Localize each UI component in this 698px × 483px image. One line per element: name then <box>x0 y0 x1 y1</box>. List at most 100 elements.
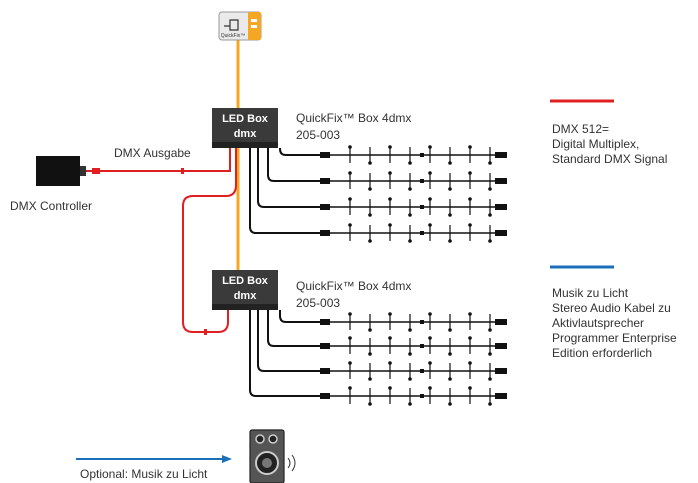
led-box-1-label-line1: LED Box <box>222 113 268 125</box>
string-cable <box>267 310 322 347</box>
bulb-icon <box>468 312 472 316</box>
legend-music-line4: Programmer Enterprise <box>552 331 677 345</box>
red-dmx-line-main <box>86 148 231 172</box>
bulb-icon <box>368 328 372 332</box>
legend-music-line2: Stereo Audio Kabel zu <box>552 301 671 315</box>
string-plug <box>320 393 330 399</box>
legend-music-line1: Musik zu Licht <box>552 286 629 300</box>
bulb-icon <box>348 312 352 316</box>
bulb-icon <box>428 361 432 365</box>
bulb-icon <box>348 386 352 390</box>
bulb-icon <box>388 197 392 201</box>
string-end-cap <box>495 368 507 374</box>
bulb-icon <box>408 239 412 243</box>
controller-icon <box>36 156 86 186</box>
bulb-icon <box>448 213 452 217</box>
string-connector <box>420 369 424 373</box>
optional-label: Optional: Musik zu Licht <box>80 467 208 481</box>
bulb-icon <box>448 239 452 243</box>
bulb-icon <box>348 197 352 201</box>
optional-arrow <box>76 455 232 463</box>
red-dmx-line-loop <box>182 148 237 333</box>
bulb-icon <box>388 361 392 365</box>
bulb-icon <box>388 312 392 316</box>
legend-dmx-line3: Standard DMX Signal <box>552 152 668 166</box>
bulb-icon <box>448 402 452 406</box>
string-plug <box>320 230 330 236</box>
bulb-icon <box>488 352 492 356</box>
bulb-icon <box>468 145 472 149</box>
string-end-cap <box>495 393 507 399</box>
bulb-icon <box>388 223 392 227</box>
bulb-icon <box>408 402 412 406</box>
legend-dmx-title: DMX 512= <box>552 122 610 136</box>
led-box-2-label-line1: LED Box <box>222 275 268 287</box>
string-end-cap <box>495 178 507 184</box>
string-plug <box>320 319 330 325</box>
bulb-icon <box>388 386 392 390</box>
dmx-output-label: DMX Ausgabe <box>114 146 191 160</box>
bulb-icon <box>368 187 372 191</box>
bulb-icon <box>428 312 432 316</box>
bulb-icon <box>368 213 372 217</box>
bulb-icon <box>388 171 392 175</box>
string-connector <box>420 153 424 157</box>
string-connector <box>420 320 424 324</box>
speaker-icon <box>249 429 296 483</box>
string-cable <box>279 148 322 156</box>
bulb-icon <box>368 352 372 356</box>
bulb-icon <box>448 377 452 381</box>
led-box-1-label-line2: dmx <box>233 128 257 140</box>
box2-code: 205-003 <box>296 296 341 310</box>
bulb-icon <box>468 171 472 175</box>
quickfix-usb-icon[interactable]: QuickFix™ <box>218 11 262 41</box>
bulb-icon <box>448 352 452 356</box>
bulb-icon <box>488 161 492 165</box>
bulb-icon <box>368 239 372 243</box>
bulb-icon <box>348 145 352 149</box>
string-plug <box>320 204 330 210</box>
bulb-icon <box>348 336 352 340</box>
bulb-icon <box>348 223 352 227</box>
string-plug <box>320 343 330 349</box>
bulb-icon <box>448 328 452 332</box>
bulb-icon <box>428 386 432 390</box>
bulb-icon <box>468 223 472 227</box>
string-cable <box>279 310 322 323</box>
string-end-cap <box>495 230 507 236</box>
bulb-icon <box>408 377 412 381</box>
bulb-icon <box>428 145 432 149</box>
string-connector <box>420 394 424 398</box>
bulb-icon <box>468 336 472 340</box>
bulb-icon <box>428 197 432 201</box>
string-connector <box>420 179 424 183</box>
box1-code: 205-003 <box>296 128 341 142</box>
bulb-icon <box>488 377 492 381</box>
led-box-2 <box>212 270 278 310</box>
string-cable <box>249 148 322 234</box>
legend-dmx-line2: Digital Multiplex, <box>552 137 640 151</box>
string-plug <box>320 152 330 158</box>
string-end-cap <box>495 319 507 325</box>
bulb-icon <box>408 328 412 332</box>
bulb-icon <box>408 187 412 191</box>
bulb-icon <box>348 171 352 175</box>
light-strings <box>249 145 507 406</box>
string-connector <box>420 344 424 348</box>
bulb-icon <box>368 161 372 165</box>
bulb-icon <box>448 161 452 165</box>
bulb-icon <box>408 352 412 356</box>
bulb-icon <box>428 223 432 227</box>
bulb-icon <box>488 187 492 191</box>
bulb-icon <box>388 336 392 340</box>
bulb-icon <box>448 187 452 191</box>
box2-name: QuickFix™ Box 4dmx <box>296 279 412 293</box>
bulb-icon <box>468 197 472 201</box>
bulb-icon <box>488 239 492 243</box>
legend-music-line3: Aktivlautsprecher <box>552 316 645 330</box>
bulb-icon <box>408 161 412 165</box>
bulb-icon <box>408 213 412 217</box>
string-plug <box>320 368 330 374</box>
